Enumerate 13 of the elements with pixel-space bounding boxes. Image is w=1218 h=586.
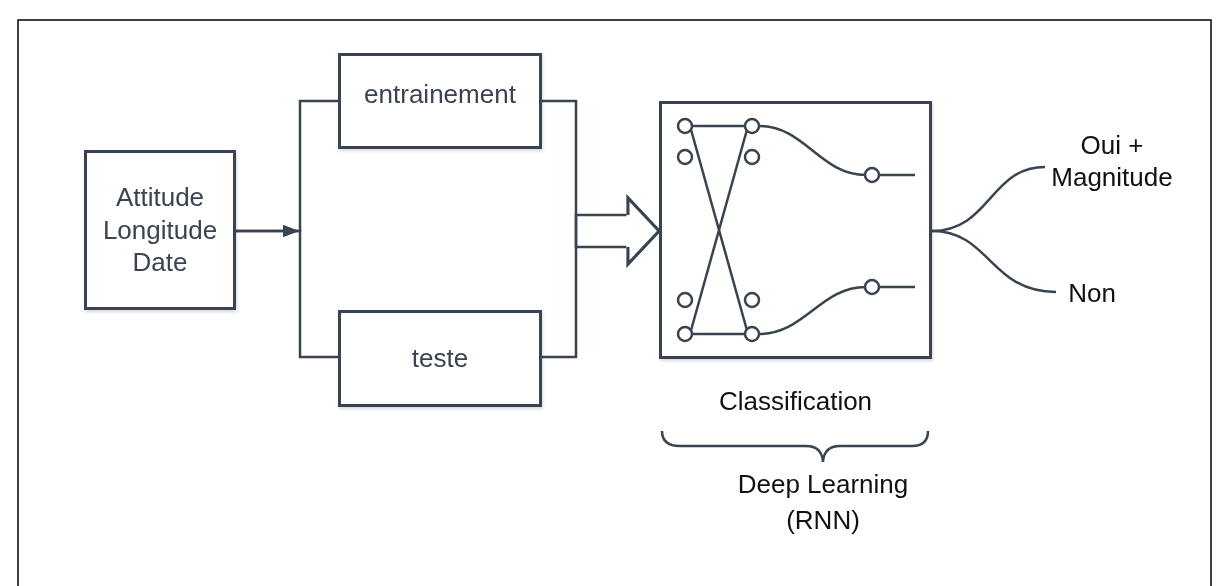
- box-text: Attitude Longitude Date: [101, 181, 219, 279]
- arrow: [236, 225, 338, 359]
- caption-text: Classification: [718, 386, 873, 417]
- box-text: entrainement: [364, 78, 516, 111]
- connector: [931, 229, 1057, 294]
- group-label: Deep Learning (RNN): [736, 468, 910, 538]
- box-text: teste: [411, 342, 469, 375]
- process-box: [84, 150, 236, 310]
- network-box: [659, 101, 932, 359]
- output-label: Oui + Magnitude: [1050, 128, 1174, 194]
- process-box: [338, 310, 542, 407]
- output-label: Non: [1068, 276, 1116, 310]
- process-box: [338, 53, 542, 149]
